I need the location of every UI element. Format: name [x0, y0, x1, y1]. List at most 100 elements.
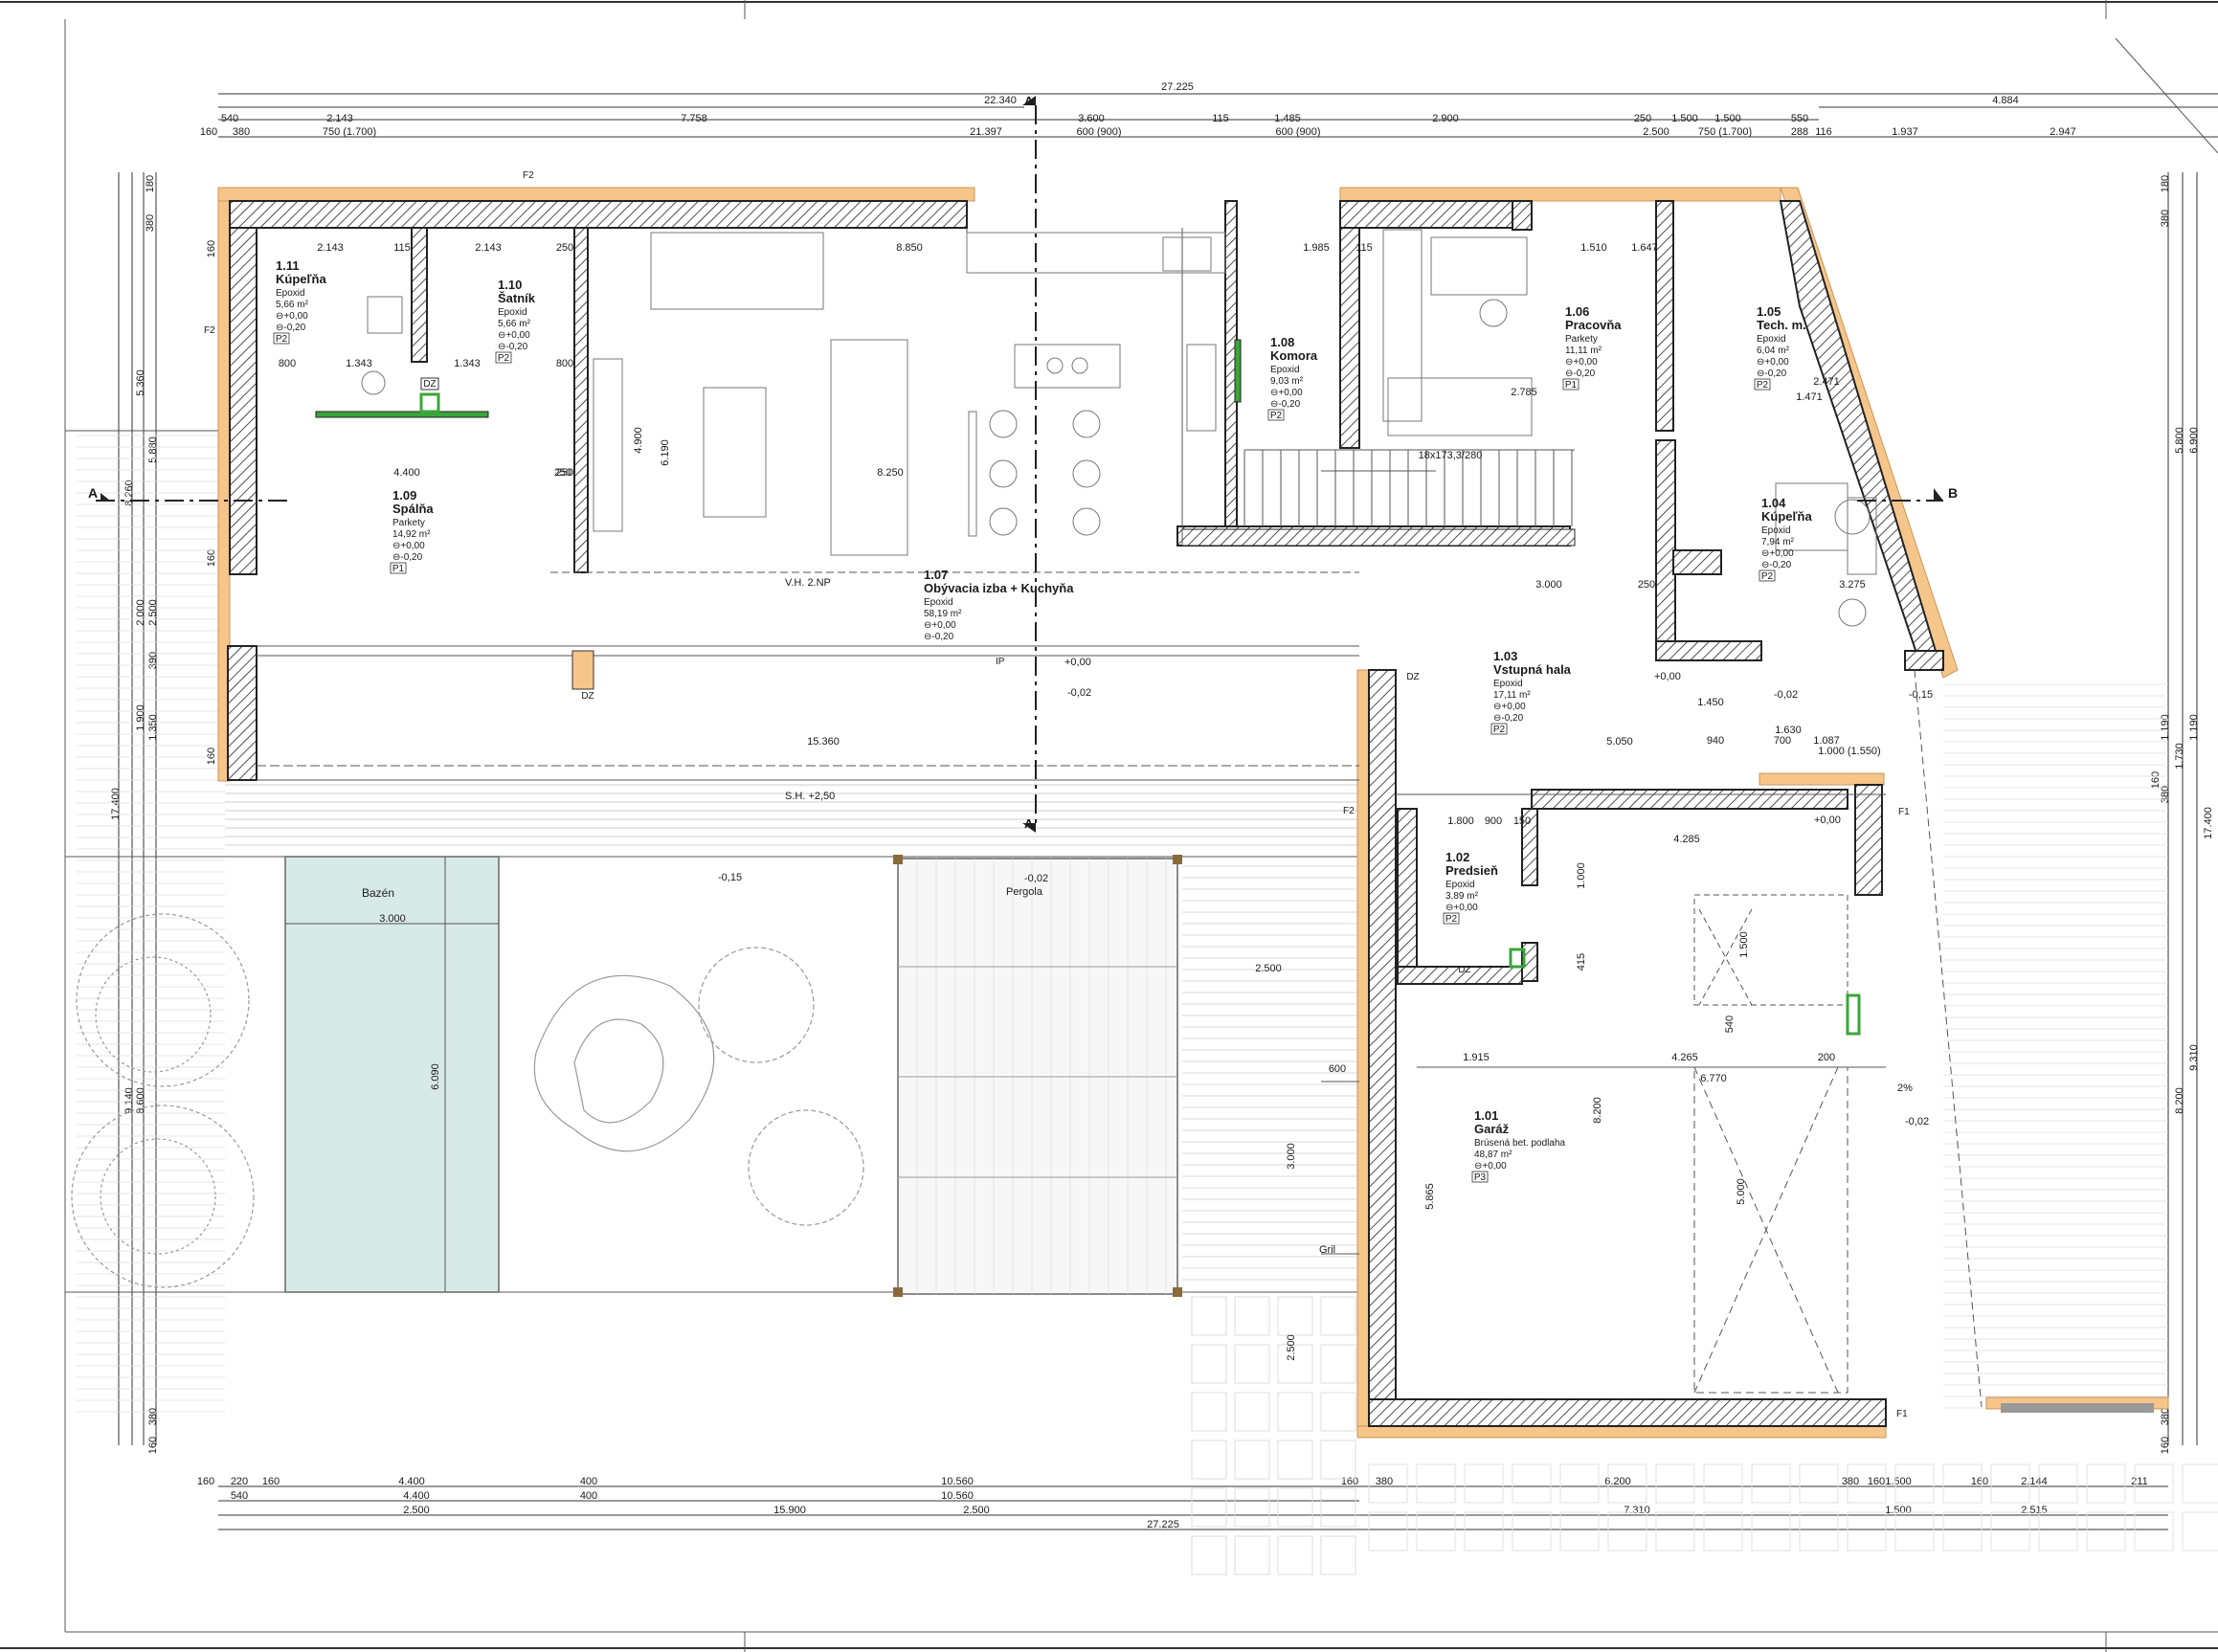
- room-code: P2: [1757, 380, 1769, 391]
- room-level-2: ⊖-0,20: [1565, 368, 1596, 379]
- top-dim-row1: 3.600: [1078, 113, 1105, 124]
- interior-dim: 3.275: [1839, 579, 1866, 591]
- walls: [227, 200, 2154, 1427]
- svg-text:DZ: DZ: [423, 379, 436, 390]
- bottom-dim-row1: 2.144: [2021, 1476, 2048, 1487]
- room-floor: Epoxid: [1493, 679, 1523, 689]
- room-floor: Parkety: [392, 518, 425, 528]
- room-number: 1.08: [1270, 335, 1294, 349]
- interior-dim: 800: [279, 358, 296, 369]
- top-dim-row2: 600 (900): [1076, 126, 1121, 138]
- interior-dim: 3.000: [1286, 1143, 1297, 1170]
- interior-dim: 250: [554, 467, 571, 479]
- room-number: 1.01: [1474, 1108, 1498, 1123]
- interior-dim: 250: [1638, 579, 1655, 591]
- level-terrace: -0,02: [1067, 687, 1091, 699]
- room-level-2: ⊖-0,20: [392, 552, 423, 563]
- room-code: P2: [1270, 411, 1283, 421]
- top-dim-row1: 1.485: [1274, 113, 1301, 124]
- f1-tag-bottom: F1: [1896, 1409, 1908, 1419]
- bottom-dim-row3: 2.500: [963, 1505, 990, 1516]
- left-dim: 160: [206, 748, 217, 765]
- right-dim: 5.800: [2174, 427, 2185, 454]
- room-level: ⊖+0,00: [1757, 357, 1789, 368]
- room-number: 1.09: [392, 488, 416, 502]
- left-dim: 2.500: [147, 599, 159, 626]
- room-outlines: [257, 37, 2218, 1408]
- top-dim-row2: 600 (900): [1275, 126, 1320, 138]
- room-floor: Epoxid: [1761, 525, 1791, 536]
- left-dim: 160: [147, 1437, 159, 1454]
- room-name: Obývacia izba + Kuchyňa: [924, 581, 1074, 595]
- interior-dim: 115: [1355, 242, 1373, 254]
- green-elements: [315, 339, 1861, 1036]
- room-name: Garáž: [1474, 1122, 1510, 1136]
- top-dim-row2: 2.500: [1643, 126, 1669, 138]
- interior-dim: 1.471: [1796, 391, 1823, 403]
- left-dim: 1.900: [135, 704, 146, 731]
- bottom-dim-row1: 1.500: [1885, 1476, 1912, 1487]
- pool: Bazén 3.000 6.090: [284, 856, 500, 1293]
- level-plus-0: +0,00: [1064, 657, 1091, 668]
- room-area: 17,11 m²: [1493, 690, 1531, 701]
- top-dim-row2: 288: [1791, 126, 1808, 138]
- f2-tag-left: F2: [204, 325, 215, 336]
- right-dim: 380: [2160, 1408, 2171, 1425]
- right-width-dim: 4.884: [1992, 95, 2019, 106]
- room-area: 5,66 m²: [276, 300, 309, 310]
- bottom-dim-row1: 10.560: [941, 1476, 974, 1487]
- interior-dim: 4.265: [1671, 1052, 1698, 1063]
- interior-dim: 3.000: [1535, 579, 1562, 591]
- bottom-dim-row1: 380: [1376, 1476, 1393, 1487]
- room-number: 1.10: [498, 278, 522, 292]
- left-dim: 380: [145, 214, 156, 232]
- interior-dim: 2.785: [1511, 387, 1537, 398]
- room-code: P1: [1565, 380, 1578, 391]
- bottom-dim-row2: 400: [580, 1490, 597, 1502]
- room-area: 11,11 m²: [1565, 346, 1602, 356]
- f1-tag: F1: [1898, 807, 1910, 817]
- right-dim: 9.310: [2188, 1044, 2200, 1071]
- top-dim-row2: 380: [233, 126, 250, 138]
- level-pool-deck: -0,15: [718, 872, 742, 883]
- interior-dim: 1.450: [1697, 697, 1724, 708]
- left-dim: 160: [206, 549, 217, 567]
- right-dim: 6.900: [2188, 427, 2200, 454]
- interior-dim: 250: [556, 467, 573, 479]
- pergola-label: Pergola: [1006, 886, 1043, 898]
- top-dim-row2: 2.947: [2050, 126, 2076, 138]
- room-level: ⊖+0,00: [392, 541, 425, 551]
- level-ext-right: -0,15: [1909, 689, 1933, 701]
- grill-label: Gril: [1319, 1244, 1335, 1256]
- interior-dim: 1.343: [454, 358, 481, 369]
- room-number: 1.04: [1761, 496, 1786, 510]
- room-level-2: ⊖-0,20: [1270, 399, 1301, 410]
- right-dim: 180: [2160, 175, 2171, 192]
- room-area: 48,87 m²: [1474, 1150, 1512, 1160]
- left-dim: 9.140: [123, 1087, 135, 1114]
- room-name: Kúpeľňa: [1761, 509, 1812, 524]
- interior-dim: 8.850: [896, 242, 923, 254]
- interior-dim: 600: [1329, 1063, 1346, 1075]
- right-dim: 8.200: [2174, 1087, 2185, 1114]
- room-level: ⊖+0,00: [1493, 702, 1526, 712]
- room-number: 1.05: [1757, 304, 1781, 319]
- svg-text:DZ: DZ: [1406, 672, 1419, 682]
- bottom-dim-row1: 160: [1971, 1476, 1988, 1487]
- stairs-label: 18x173,3/280: [1419, 450, 1483, 461]
- furniture: [361, 229, 1877, 627]
- room-area: 6,04 m²: [1757, 346, 1790, 356]
- interior-dim: 250: [556, 242, 573, 254]
- section-a-top: A: [1024, 94, 1034, 108]
- paving-tiles: [1191, 1296, 2218, 1575]
- room-area: 5,66 m²: [498, 319, 531, 329]
- bottom-dim-row2: 540: [231, 1490, 248, 1502]
- interior-dim: 1.915: [1463, 1052, 1490, 1063]
- bottom-dim-row1: 160: [262, 1476, 280, 1487]
- svg-text:DZ: DZ: [1458, 965, 1470, 975]
